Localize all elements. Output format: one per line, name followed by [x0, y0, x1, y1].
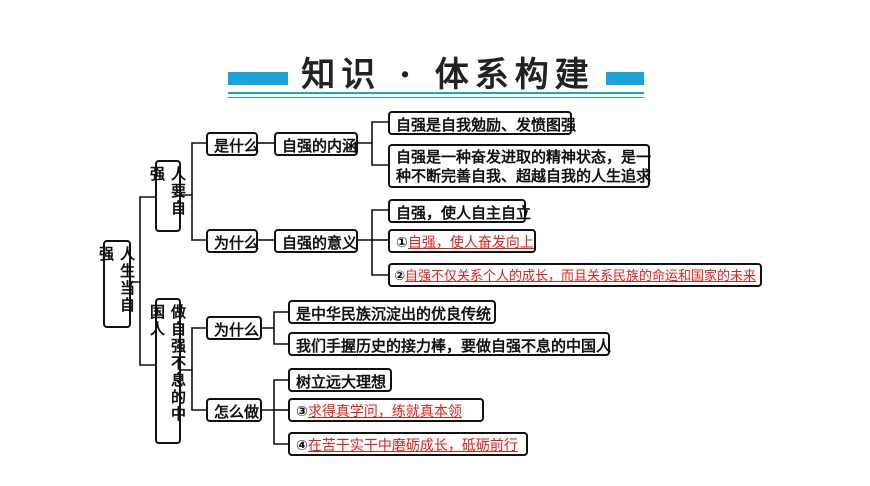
title-bar-right — [606, 72, 644, 85]
title-underline-thin — [228, 97, 644, 98]
branch1-q2-fill2: ②自强不仅关系个人的成长，而且关系民族的命运和国家的未来 — [388, 263, 762, 287]
branch1-q1-item2: 自强是一种奋发进取的精神状态，是一 种不断完善自我、超越自我的人生追求 — [388, 144, 652, 188]
branch2-q2-item: 树立远大理想 — [288, 368, 392, 392]
branch2-q2-fill2: ④在苦干实干中磨砺成长，砥砺前行 — [288, 432, 528, 456]
fill-number-3: ③ — [296, 404, 308, 420]
title-bar-left — [228, 72, 288, 85]
branch1-q2-item: 自强，使人自主自立 — [388, 199, 531, 223]
fill-answer-2: 自强不仅关系个人的成长，而且关系民族的命运和国家的未来 — [405, 269, 757, 284]
root-node: 人生当自强 — [97, 240, 136, 328]
fill-answer-1: 自强，使人奋发向上 — [407, 235, 534, 251]
branch1-q1: 是什么 — [206, 132, 259, 156]
branch2-q1-item1: 是中华民族沉淀出的优良传统 — [288, 300, 496, 324]
page-title: 知识 · 体系构建 — [301, 55, 595, 95]
fill-number-1: ① — [396, 235, 408, 251]
branch1-q2: 为什么 — [206, 229, 259, 253]
branch2-node: 做自强不息的中国人 — [148, 298, 187, 444]
branch2-q2: 怎么做 — [206, 398, 262, 422]
branch1-q1-item1: 自强是自我勉励、发愤图强 — [388, 111, 576, 135]
fill-answer-3: 求得真学问，练就真本领 — [307, 404, 462, 420]
branch2-q1: 为什么 — [206, 316, 262, 340]
branch2-q1-item2: 我们手握历史的接力棒，要做自强不息的中国人 — [288, 332, 611, 356]
fill-answer-4: 在苦干实干中磨砺成长，砥砺前行 — [307, 438, 518, 454]
branch1-q2-fill1: ①自强，使人奋发向上 — [388, 229, 536, 253]
branch1-q1-topic: 自强的内涵 — [274, 132, 358, 156]
title-area: 知识 · 体系构建 — [0, 0, 870, 110]
branch1-q1-item2-line1: 自强是一种奋发进取的精神状态，是一 — [396, 148, 652, 166]
branch2-q2-fill1: ③求得真学问，练就真本领 — [288, 398, 484, 422]
fill-number-4: ④ — [296, 438, 308, 454]
title-underline — [228, 92, 644, 94]
branch1-q1-item2-line2: 种不断完善自我、超越自我的人生追求 — [396, 167, 652, 185]
branch1-node: 人要自强 — [148, 160, 187, 232]
branch1-q2-topic: 自强的意义 — [274, 229, 358, 253]
fill-number-2: ② — [394, 269, 406, 284]
